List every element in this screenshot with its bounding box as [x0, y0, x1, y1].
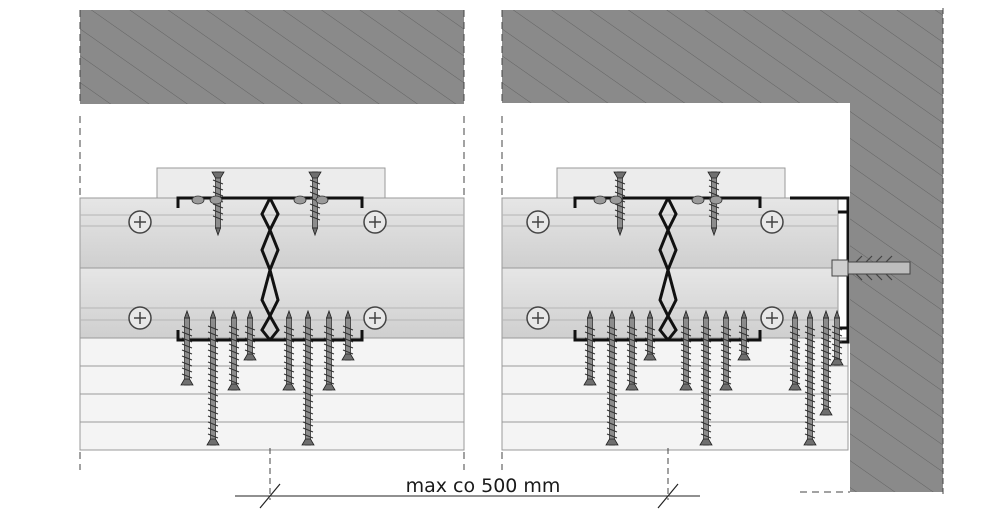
- ceiling-assembly-right: [501, 167, 911, 451]
- connector-profile: [573, 196, 762, 342]
- dimension-label: max co 500 mm: [406, 475, 561, 497]
- drywall-screw-icon: [180, 309, 194, 386]
- drywall-screw-icon: [583, 309, 597, 386]
- drywall-screw-icon: [643, 309, 657, 361]
- drywall-screw-icon: [819, 309, 833, 416]
- drywall-screw-icon: [605, 309, 619, 446]
- plasterboard-layers: [79, 337, 465, 451]
- drywall-screw-icon: [322, 309, 336, 391]
- drywall-screw-icon: [699, 309, 713, 446]
- drywall-screw-icon: [788, 309, 802, 391]
- drywall-screw-icon: [206, 309, 220, 446]
- dimension-line: max co 500 mm: [235, 448, 700, 509]
- drywall-screw-icon: [803, 309, 817, 446]
- rivet-icon: [191, 195, 205, 205]
- drywall-screw-icon: [301, 309, 315, 446]
- screws: [180, 171, 844, 446]
- drywall-screw-icon: [341, 309, 355, 361]
- rivet-icon: [315, 195, 329, 205]
- rivet-icon: [293, 195, 307, 205]
- ceiling-assembly-left: [79, 167, 465, 451]
- drywall-screw-icon: [679, 309, 693, 391]
- drywall-screw-icon: [243, 309, 257, 361]
- rivet-icon: [691, 195, 705, 205]
- concrete-slab-right: [502, 8, 944, 494]
- drywall-screw-icon: [227, 309, 241, 391]
- connector-profile: [176, 196, 364, 342]
- drywall-screw-icon: [282, 309, 296, 391]
- drywall-screw-icon: [625, 309, 639, 391]
- drywall-screw-icon: [737, 309, 751, 361]
- rivet-icon: [209, 195, 223, 205]
- wall-anchor-icon: [831, 255, 911, 281]
- rivet-icon: [609, 195, 623, 205]
- rivet-icon: [709, 195, 723, 205]
- rivet-icon: [593, 195, 607, 205]
- concrete-slab-left: [80, 10, 464, 104]
- hanger-block: [156, 167, 386, 199]
- hanger-block: [556, 167, 786, 199]
- drywall-screw-icon: [830, 309, 844, 366]
- drywall-screw-icon: [719, 309, 733, 391]
